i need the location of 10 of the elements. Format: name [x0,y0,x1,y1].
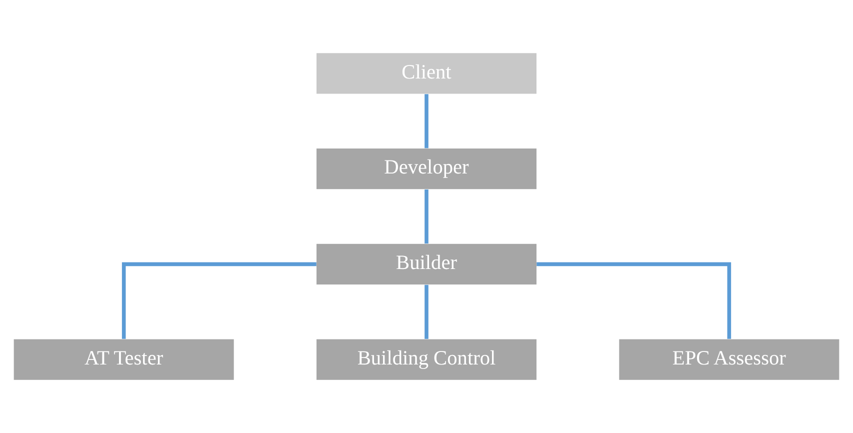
node-box: Developer [316,148,536,190]
node-box: Building Control [316,339,536,380]
connector [424,190,428,244]
connector [536,262,732,339]
connector [424,284,428,339]
node-box: Builder [316,244,536,285]
node-box: AT Tester [14,339,234,380]
connector [122,262,316,339]
connector [424,94,428,148]
node-box: EPC Assessor [619,339,840,380]
